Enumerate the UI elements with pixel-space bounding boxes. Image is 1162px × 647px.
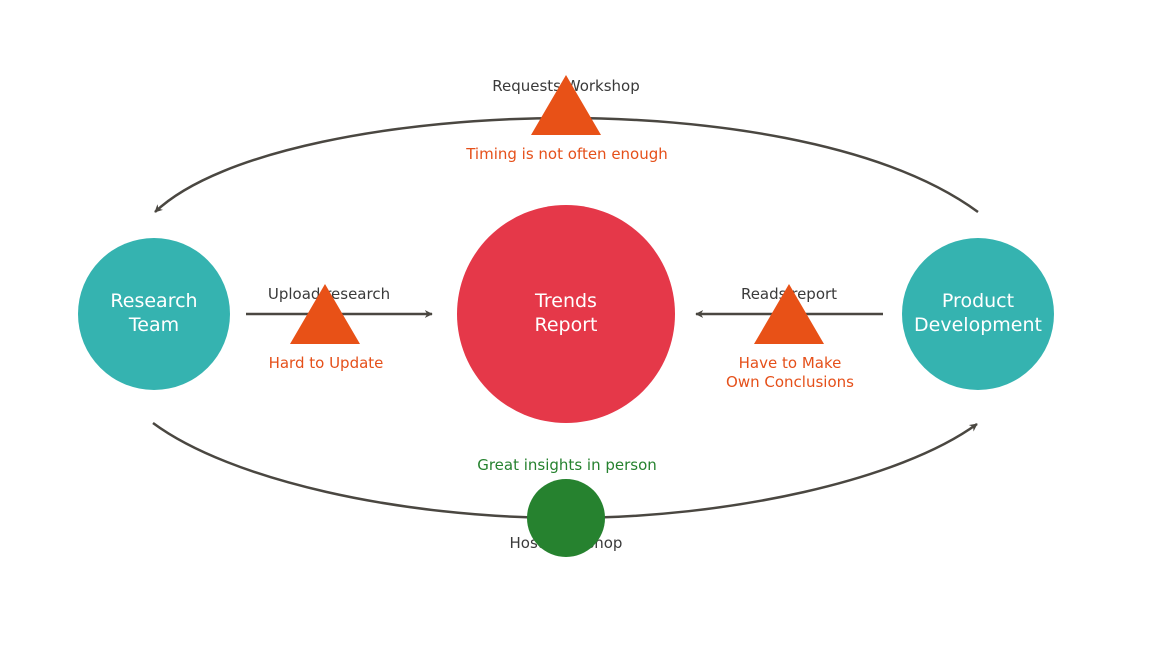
node-product-development-label-line2: Development xyxy=(914,314,1042,336)
issue-label-timing: Timing is not often enough xyxy=(465,145,668,163)
positive-circle-icon-insights xyxy=(527,479,605,557)
issue-label-conclusions-line2: Own Conclusions xyxy=(726,373,854,391)
warning-triangle-icon-conclusions xyxy=(754,284,824,344)
warning-triangle-icon-hard-to-update xyxy=(290,284,360,344)
node-trends-report-label-line1: Trends xyxy=(534,290,597,312)
node-trends-report-label-line2: Report xyxy=(535,314,598,336)
node-trends-report xyxy=(457,205,675,423)
warning-triangle-icon-timing xyxy=(531,75,601,135)
issue-label-hard-to-update: Hard to Update xyxy=(269,354,384,372)
node-product-development-label-line1: Product xyxy=(942,290,1014,312)
positive-label-insights: Great insights in person xyxy=(477,456,657,474)
node-research-team-label-line2: Team xyxy=(128,314,179,336)
node-research-team-label-line1: Research xyxy=(110,290,197,312)
node-research-team xyxy=(78,238,230,390)
node-product-development xyxy=(902,238,1054,390)
issue-label-conclusions-line1: Have to Make xyxy=(739,354,842,372)
